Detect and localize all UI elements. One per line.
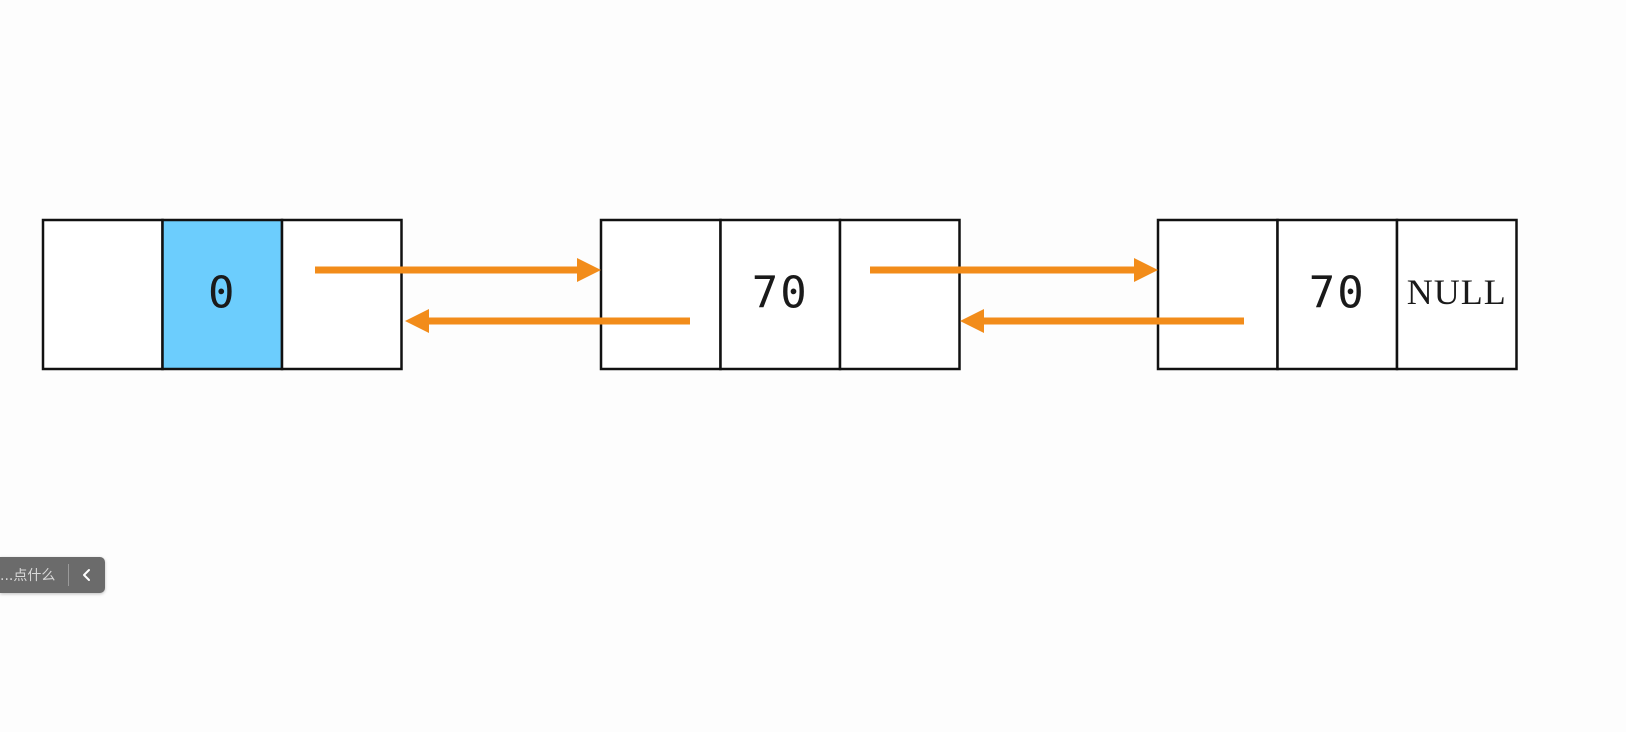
list-node: 0: [41, 218, 403, 371]
next-pointer-arrow: [870, 258, 1158, 282]
list-node: 70 NULL: [1156, 218, 1518, 371]
node-next-cell: [1395, 218, 1518, 371]
node-value-label: 70: [1309, 268, 1366, 319]
node-prev-cell: [599, 218, 722, 371]
divider: [68, 564, 69, 586]
input-placeholder[interactable]: 点什么...: [0, 568, 56, 584]
arrows-layer: [315, 258, 1244, 333]
node-next-label: NULL: [1407, 272, 1507, 312]
chevron-left-icon: [83, 569, 90, 581]
node-value-cell: [1276, 218, 1399, 371]
node-next-cell: [280, 218, 403, 371]
node-prev-cell: [41, 218, 164, 371]
node-prev-cell: [1156, 218, 1279, 371]
nodes-layer: 0 70 70 NULL: [41, 218, 1518, 371]
list-node: 70: [599, 218, 961, 371]
collapse-button[interactable]: [69, 557, 105, 593]
floating-input-bar[interactable]: 点什么...: [0, 557, 105, 593]
next-pointer-arrow: [315, 258, 601, 282]
prev-pointer-arrow: [960, 309, 1244, 333]
node-next-cell: [838, 218, 961, 371]
node-value-label: 0: [208, 268, 237, 319]
node-value-label: 70: [752, 268, 809, 319]
node-value-cell: [161, 218, 284, 371]
prev-pointer-arrow: [405, 309, 690, 333]
node-value-cell: [719, 218, 842, 371]
